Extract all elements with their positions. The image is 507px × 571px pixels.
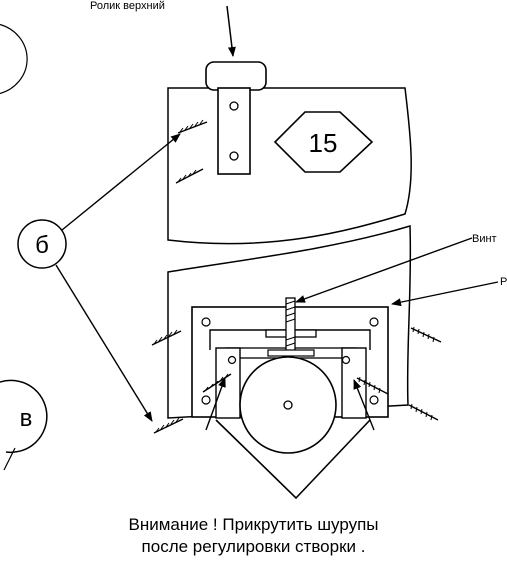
- screw-lower-right-1: [410, 326, 442, 343]
- screw-lower-left-2: [202, 373, 232, 393]
- arrow-right-screw: [353, 379, 375, 431]
- callout-v-label: в: [20, 405, 33, 432]
- right-partial-arrow: [391, 281, 499, 307]
- upper-panel: [167, 87, 412, 245]
- adjustment-screw: [265, 297, 317, 357]
- screw-upper-2: [175, 168, 204, 184]
- lower-roller: [215, 356, 371, 500]
- caption-line-2: после регулировки створки .: [141, 537, 366, 556]
- screw-upper-1: [177, 119, 208, 134]
- arrow-left-screw: [205, 377, 226, 431]
- bracket-hole-lower: [229, 151, 239, 161]
- callout-b: б: [17, 133, 181, 422]
- screw-label: Винт: [472, 233, 497, 245]
- callout-v: в: [0, 379, 48, 471]
- part-number-diamond: 15: [273, 111, 374, 173]
- screw-arrow: [295, 237, 473, 303]
- top-roller: [205, 61, 267, 175]
- screw-lower-right-3: [408, 403, 439, 421]
- callout-b-label: б: [35, 232, 49, 259]
- part-number: 15: [309, 128, 338, 158]
- top-roller-arrow: [226, 5, 236, 57]
- caption-line-1: Внимание ! Прикрутить шурупы: [128, 515, 379, 534]
- screw-lower-left-3: [153, 417, 184, 434]
- partial-circle-top: [0, 23, 28, 95]
- bracket-hole-upper: [229, 101, 239, 111]
- screw-lower-left-1: [151, 329, 182, 346]
- right-partial-label: Р: [500, 276, 507, 288]
- top-roller-label: Ролик верхний: [90, 0, 165, 12]
